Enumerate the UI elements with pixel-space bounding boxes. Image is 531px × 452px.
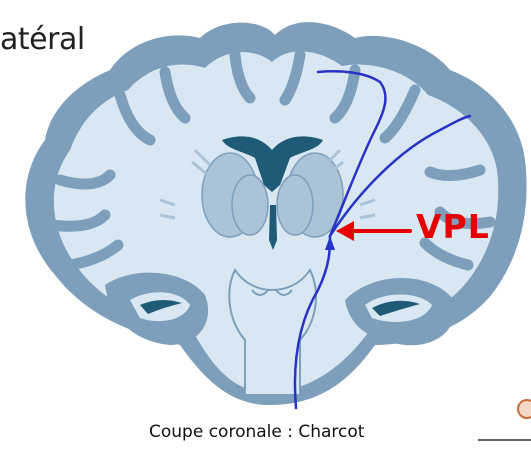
figure-caption: Coupe coronale : Charcot xyxy=(149,422,364,442)
vpl-label: VPL xyxy=(416,207,490,246)
logo-mark xyxy=(518,400,531,418)
